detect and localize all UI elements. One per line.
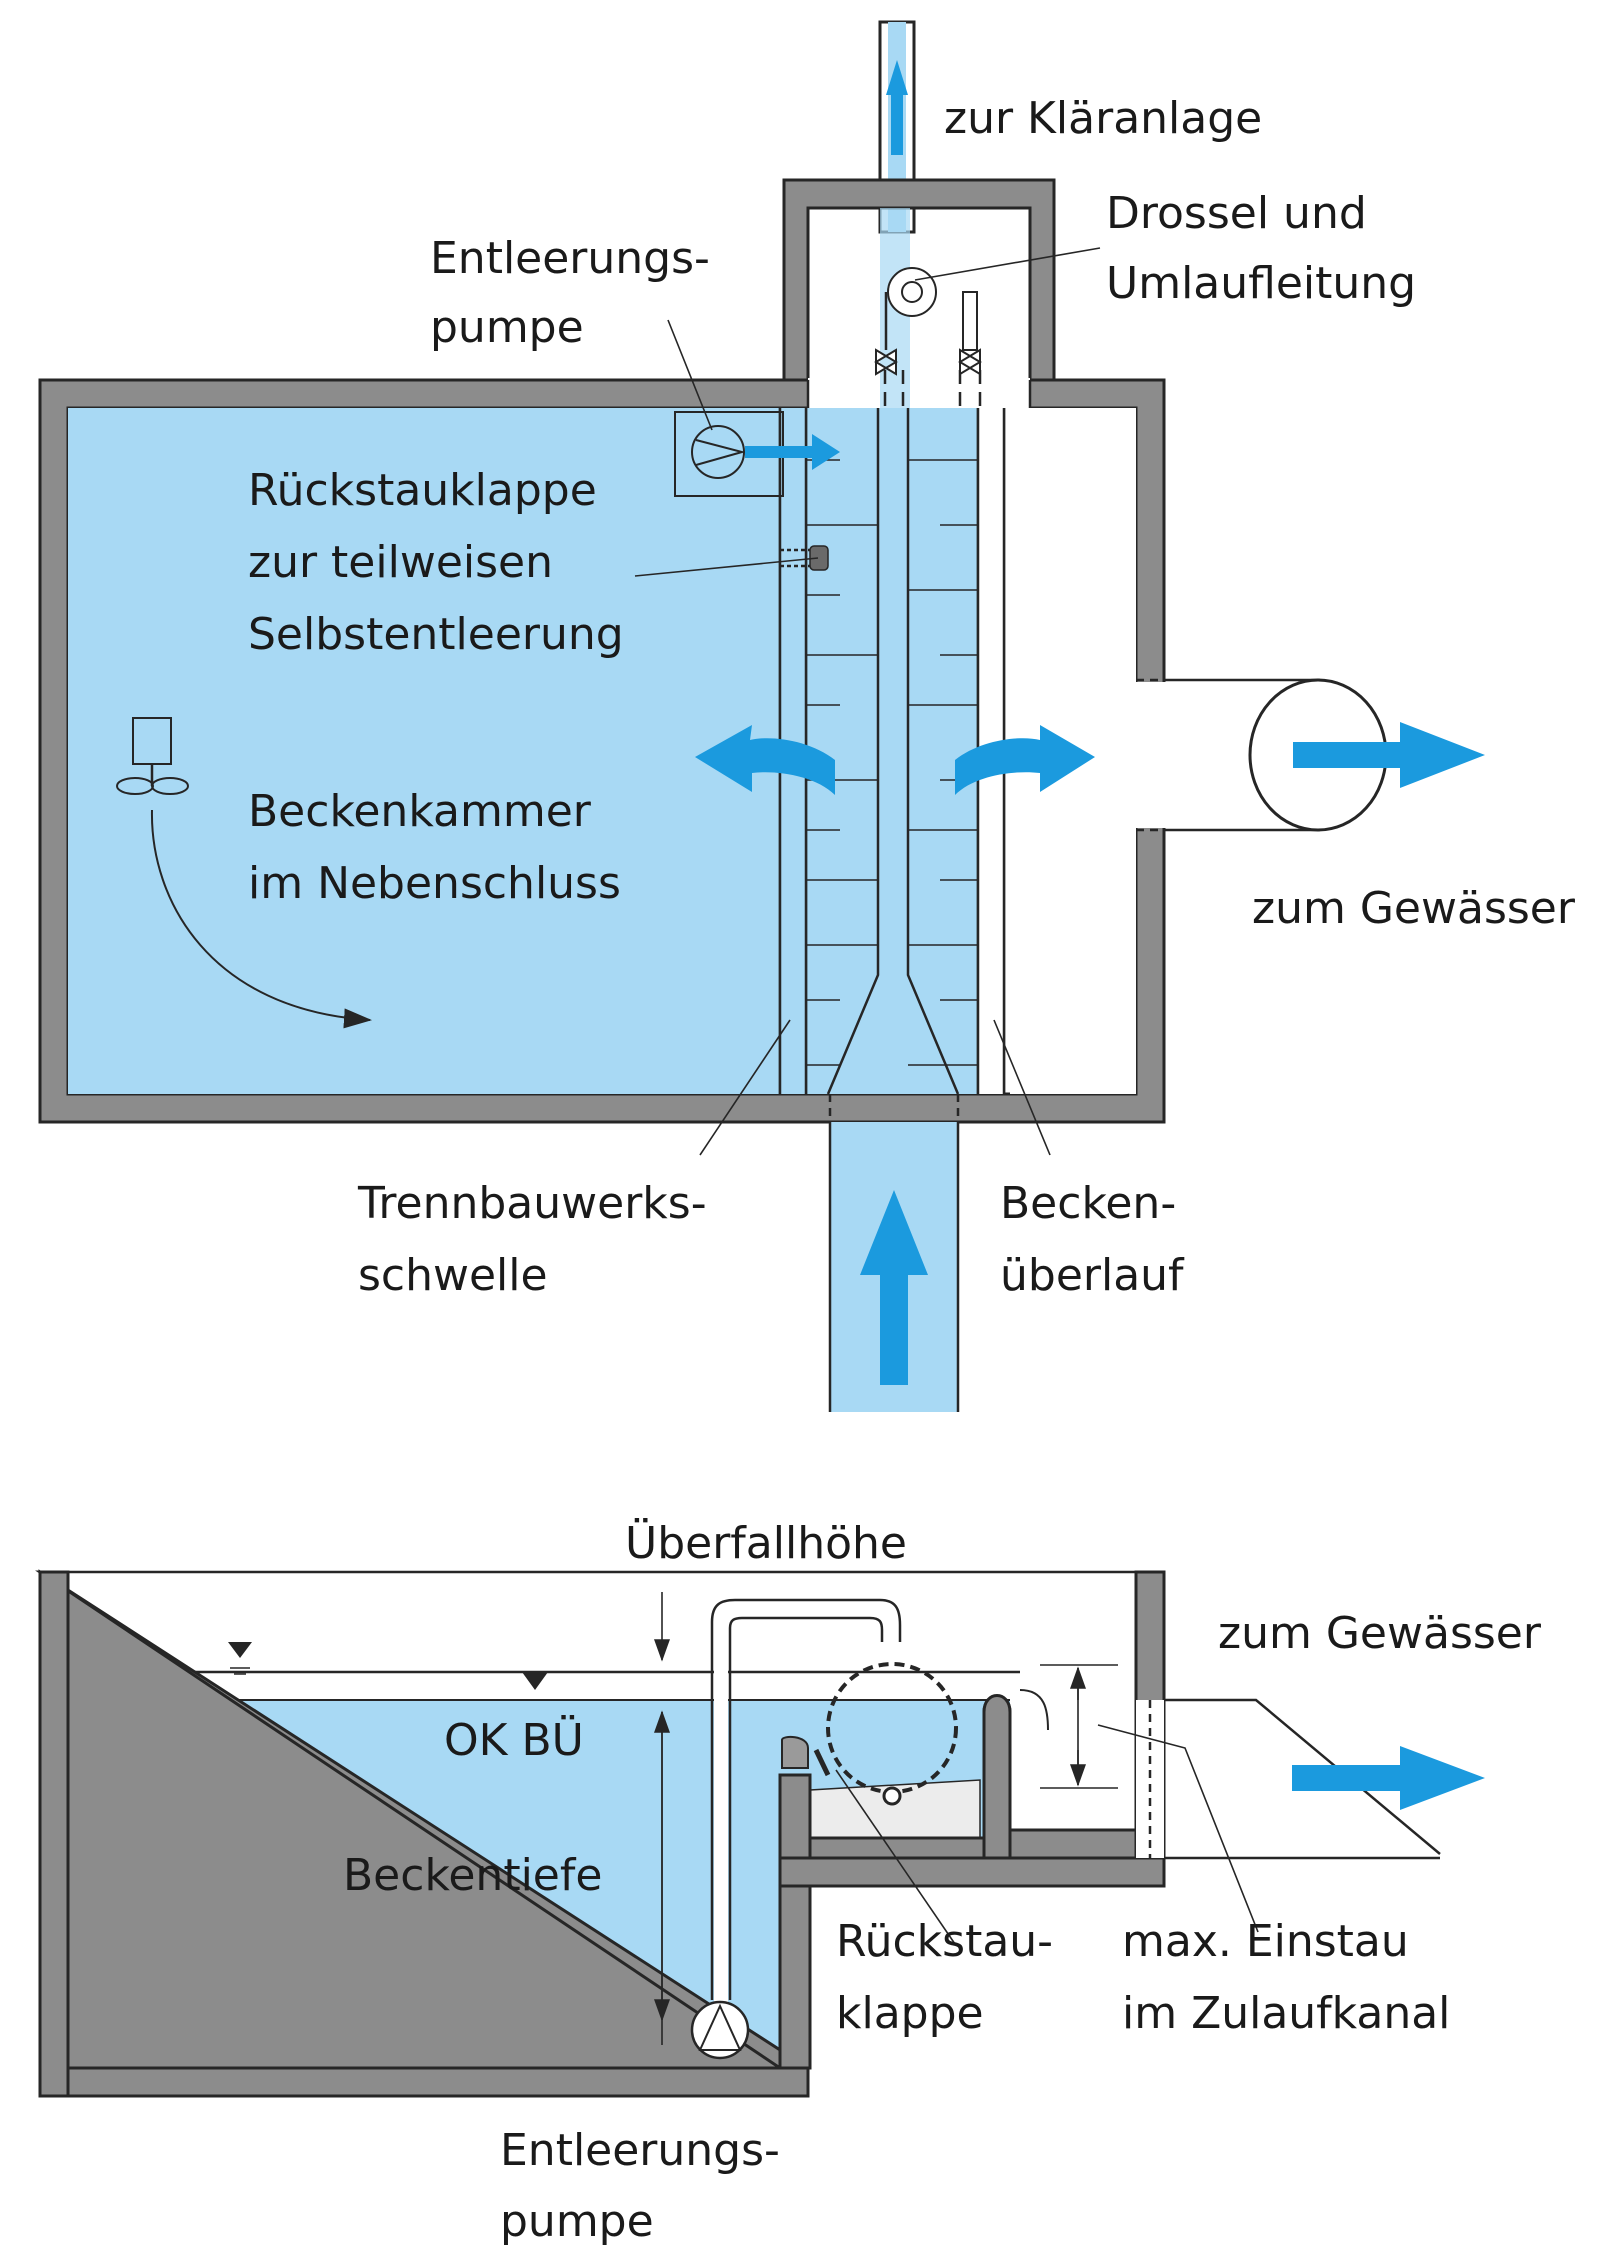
section-backflow-flap [781, 1735, 809, 1769]
label-beckenkammer-line1: Beckenkammer [248, 786, 592, 837]
flow-arrow-inlet [860, 1190, 928, 1385]
label-entleerungspumpe-top-line2: pumpe [430, 302, 584, 353]
valve-icon-1 [874, 348, 898, 376]
separator-channel-water [806, 408, 978, 1094]
flow-arrow-up-klaeranlage [886, 60, 908, 155]
label-ok-bue: OK BÜ [444, 1714, 584, 1766]
inlet-channel-outline [826, 408, 960, 1095]
throttle-icon [887, 267, 937, 317]
pump-flow-arrow [745, 434, 840, 470]
label-zum-gewaesser-top: zum Gewässer [1252, 883, 1576, 934]
section-outfall-pipe [1164, 1698, 1441, 1860]
label-einstau-line2: im Zulaufkanal [1122, 1988, 1450, 2039]
outfall-pipe [1164, 678, 1320, 832]
bypass-pipe-icon [962, 291, 978, 351]
label-trennbauwerk-line1: Trennbauwerks- [357, 1178, 707, 1229]
label-einstau-line1: max. Einstau [1122, 1916, 1409, 1967]
label-beckentiefe: Beckentiefe [343, 1850, 602, 1901]
label-drossel-line1: Drossel und [1106, 188, 1367, 239]
label-beckenueberlauf-line2: überlauf [1000, 1250, 1185, 1301]
label-rueckstauklappe-section-line1: Rückstau- [836, 1916, 1053, 1967]
label-entleerungspumpe-section-line2: pumpe [500, 2196, 654, 2247]
label-rueckstauklappe-line3: Selbstentleerung [248, 609, 624, 660]
label-rueckstauklappe-section-line2: klappe [836, 1988, 984, 2039]
basin-chamber-water [68, 408, 780, 1094]
label-beckenkammer-line2: im Nebenschluss [248, 858, 621, 909]
label-zum-gewaesser-section: zum Gewässer [1218, 1608, 1542, 1659]
section-view [35, 1569, 1485, 2098]
flow-arrow-right [955, 725, 1095, 795]
water-level-symbol-1 [228, 1642, 252, 1658]
flow-arrow-left [695, 725, 835, 795]
label-zur-klaeranlage: zur Kläranlage [944, 93, 1262, 144]
label-rueckstauklappe-line1: Rückstauklappe [248, 465, 597, 516]
section-pump-icon [690, 2000, 750, 2060]
dimension-einstau [1040, 1664, 1118, 1789]
label-ueberfallhoehe: Überfallhöhe [625, 1517, 907, 1569]
label-entleerungspumpe-top-line1: Entleerungs- [430, 233, 710, 284]
channel-grid-ticks [806, 459, 978, 1066]
label-entleerungspumpe-section-line1: Entleerungs- [500, 2125, 780, 2176]
pump-riser-pipe [710, 1598, 902, 2000]
label-drossel-line2: Umlaufleitung [1106, 258, 1416, 309]
plan-view [38, 20, 1485, 1412]
water-level-symbol-2 [522, 1672, 548, 1690]
valve-icon-2 [958, 348, 982, 376]
mixer-icon [116, 717, 372, 1029]
label-trennbauwerk-line2: schwelle [358, 1250, 548, 1301]
label-beckenueberlauf-line1: Becken- [1000, 1178, 1176, 1229]
flow-arrow-gewaesser [1293, 722, 1485, 788]
section-flow-arrow-gewaesser [1292, 1746, 1485, 1810]
label-rueckstauklappe-line2: zur teilweisen [248, 537, 553, 588]
